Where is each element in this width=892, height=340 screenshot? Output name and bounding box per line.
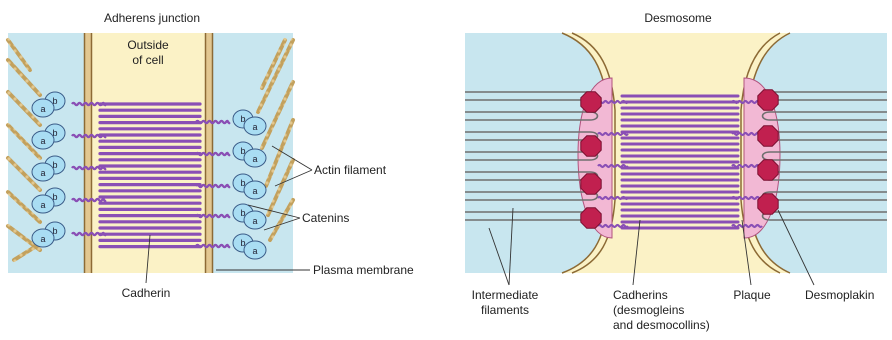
catenin-b-letter: b: [240, 208, 245, 218]
cadherins-label-line3: and desmocollins): [613, 318, 710, 332]
catenin-b-letter: b: [52, 192, 57, 202]
intermediate-filaments-label-line2: filaments: [481, 303, 529, 317]
catenin-a-letter: a: [252, 186, 257, 196]
catenin-b-letter: b: [240, 146, 245, 156]
catenin-a-letter: a: [252, 154, 257, 164]
catenin-a-letter: a: [40, 168, 45, 178]
adherens-title: Adherens junction: [104, 11, 200, 25]
actin-filament-label: Actin filament: [314, 163, 387, 177]
catenin-b-letter: b: [240, 238, 245, 248]
desmoplakin: [581, 208, 601, 228]
catenin-a-letter: a: [252, 122, 257, 132]
intermediate-filaments-label-line1: Intermediate: [472, 288, 539, 302]
desmosome-panel: Desmosome Intermediate filaments Cadheri…: [465, 11, 887, 332]
catenin-b-letter: b: [52, 160, 57, 170]
catenin-b-letter: b: [52, 96, 57, 106]
desmoplakin: [758, 126, 778, 146]
catenin-a-letter: a: [252, 246, 257, 256]
catenin-b-letter: b: [52, 128, 57, 138]
catenin-b-letter: b: [240, 178, 245, 188]
catenin-a-letter: a: [40, 234, 45, 244]
catenins-label: Catenins: [302, 211, 349, 225]
plaque-label: Plaque: [733, 288, 771, 302]
cadherin-label: Cadherin: [122, 286, 171, 300]
adherens-junction-panel: Adherens junction Outside of cell bababa…: [8, 11, 414, 300]
desmoplakin: [758, 90, 778, 110]
catenin-a-letter: a: [252, 216, 257, 226]
plasma-membrane-label: Plasma membrane: [313, 263, 414, 277]
cadherins-label-line1: Cadherins: [613, 288, 668, 302]
outside-of-cell-line2: of cell: [132, 53, 163, 67]
desmoplakin-label: Desmoplakin: [805, 288, 874, 302]
plasma-membrane-left: [84, 33, 92, 273]
cadherins-label-line2: (desmogleins: [613, 303, 684, 317]
desmoplakin: [581, 92, 601, 112]
catenin-b-letter: b: [52, 226, 57, 236]
desmoplakin: [758, 194, 778, 214]
outside-of-cell-line1: Outside: [127, 38, 169, 52]
desmoplakin: [758, 160, 778, 180]
catenin-b-letter: b: [240, 114, 245, 124]
catenin-a-letter: a: [40, 136, 45, 146]
desmoplakin: [581, 136, 601, 156]
catenin-a-letter: a: [40, 200, 45, 210]
desmoplakin: [581, 174, 601, 194]
catenin-a-letter: a: [40, 104, 45, 114]
desmosome-title: Desmosome: [644, 11, 712, 25]
